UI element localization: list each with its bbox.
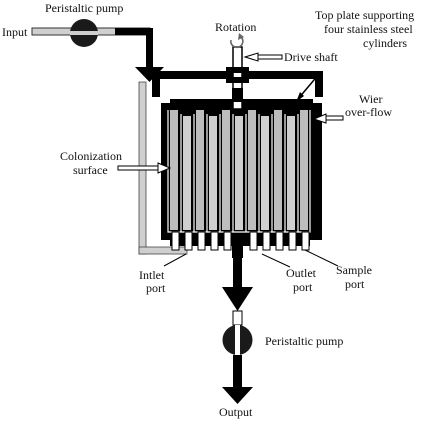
label-inlet-line2: port bbox=[146, 281, 166, 295]
label-colonization-line2: surface bbox=[73, 163, 108, 177]
label-top-plate-line1: Top plate supporting bbox=[315, 8, 414, 22]
label-drive-shaft: Drive shaft bbox=[284, 50, 338, 64]
label-wier-line1: Wier bbox=[359, 92, 383, 106]
top-peristaltic-pump bbox=[70, 19, 98, 47]
colonization-pointer bbox=[117, 162, 172, 174]
inlet-pointer bbox=[163, 253, 187, 267]
drive-shaft-pointer bbox=[243, 52, 283, 62]
label-top-plate-line2: four stainless steel bbox=[324, 22, 413, 36]
rotation-arrow-icon bbox=[230, 33, 244, 49]
label-input: Input bbox=[2, 25, 28, 39]
label-sample-line1: Sample bbox=[336, 263, 372, 277]
label-inlet-line1: Intlet bbox=[139, 268, 165, 282]
label-colonization-line1: Colonization bbox=[60, 149, 122, 163]
colonization-surface bbox=[170, 110, 308, 230]
bottom-peristaltic-pump bbox=[222, 325, 253, 355]
label-wier-line2: over-flow bbox=[345, 105, 392, 119]
label-peristaltic-pump-bottom: Peristaltic pump bbox=[265, 334, 343, 348]
sample-pointer bbox=[304, 249, 339, 267]
outlet-pointer bbox=[261, 253, 291, 268]
label-sample-line2: port bbox=[345, 277, 365, 291]
input-arrowhead bbox=[135, 67, 164, 82]
cylinder-walls bbox=[167, 110, 311, 233]
label-rotation: Rotation bbox=[215, 20, 256, 34]
input-line bbox=[31, 27, 164, 82]
label-top-plate-line3: cylinders bbox=[363, 36, 407, 50]
top-plate-pointer bbox=[296, 73, 320, 102]
wier-pointer bbox=[312, 113, 344, 124]
output-line bbox=[222, 258, 253, 404]
label-outlet-line2: port bbox=[293, 280, 313, 294]
label-peristaltic-pump-top: Peristaltic pump bbox=[45, 1, 123, 15]
label-output: Output bbox=[219, 405, 253, 419]
bottom-ports bbox=[170, 231, 310, 258]
output-arrowhead bbox=[222, 387, 253, 404]
label-outlet-line1: Outlet bbox=[286, 266, 317, 280]
